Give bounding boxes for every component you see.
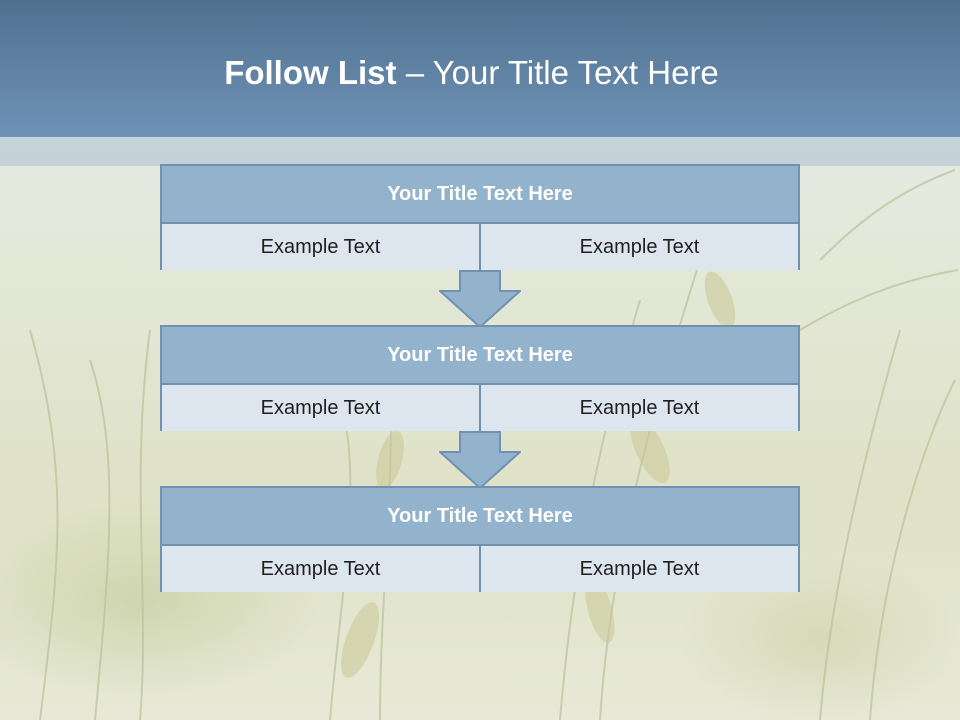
step-2-left-cell: Example Text bbox=[162, 385, 481, 431]
down-arrow-icon bbox=[439, 431, 521, 489]
step-box-1: Your Title Text Here Example Text Exampl… bbox=[160, 164, 800, 270]
step-row-1: Example Text Example Text bbox=[162, 224, 798, 270]
step-title-2: Your Title Text Here bbox=[162, 327, 798, 385]
slide-title: Follow List – Your Title Text Here bbox=[0, 54, 943, 92]
step-1-left-cell: Example Text bbox=[162, 224, 481, 270]
title-underband bbox=[0, 137, 960, 166]
step-3-right-cell: Example Text bbox=[481, 546, 798, 592]
step-title-1: Your Title Text Here bbox=[162, 166, 798, 224]
step-row-2: Example Text Example Text bbox=[162, 385, 798, 431]
step-box-2: Your Title Text Here Example Text Exampl… bbox=[160, 325, 800, 431]
title-bar bbox=[0, 0, 960, 137]
step-2-right-cell: Example Text bbox=[481, 385, 798, 431]
down-arrow-icon bbox=[439, 270, 521, 328]
step-row-3: Example Text Example Text bbox=[162, 546, 798, 592]
step-1-right-cell: Example Text bbox=[481, 224, 798, 270]
slide-title-bold: Follow List bbox=[224, 54, 397, 91]
step-box-3: Your Title Text Here Example Text Exampl… bbox=[160, 486, 800, 592]
slide-title-rest: – Your Title Text Here bbox=[405, 54, 719, 91]
step-3-left-cell: Example Text bbox=[162, 546, 481, 592]
step-title-3: Your Title Text Here bbox=[162, 488, 798, 546]
